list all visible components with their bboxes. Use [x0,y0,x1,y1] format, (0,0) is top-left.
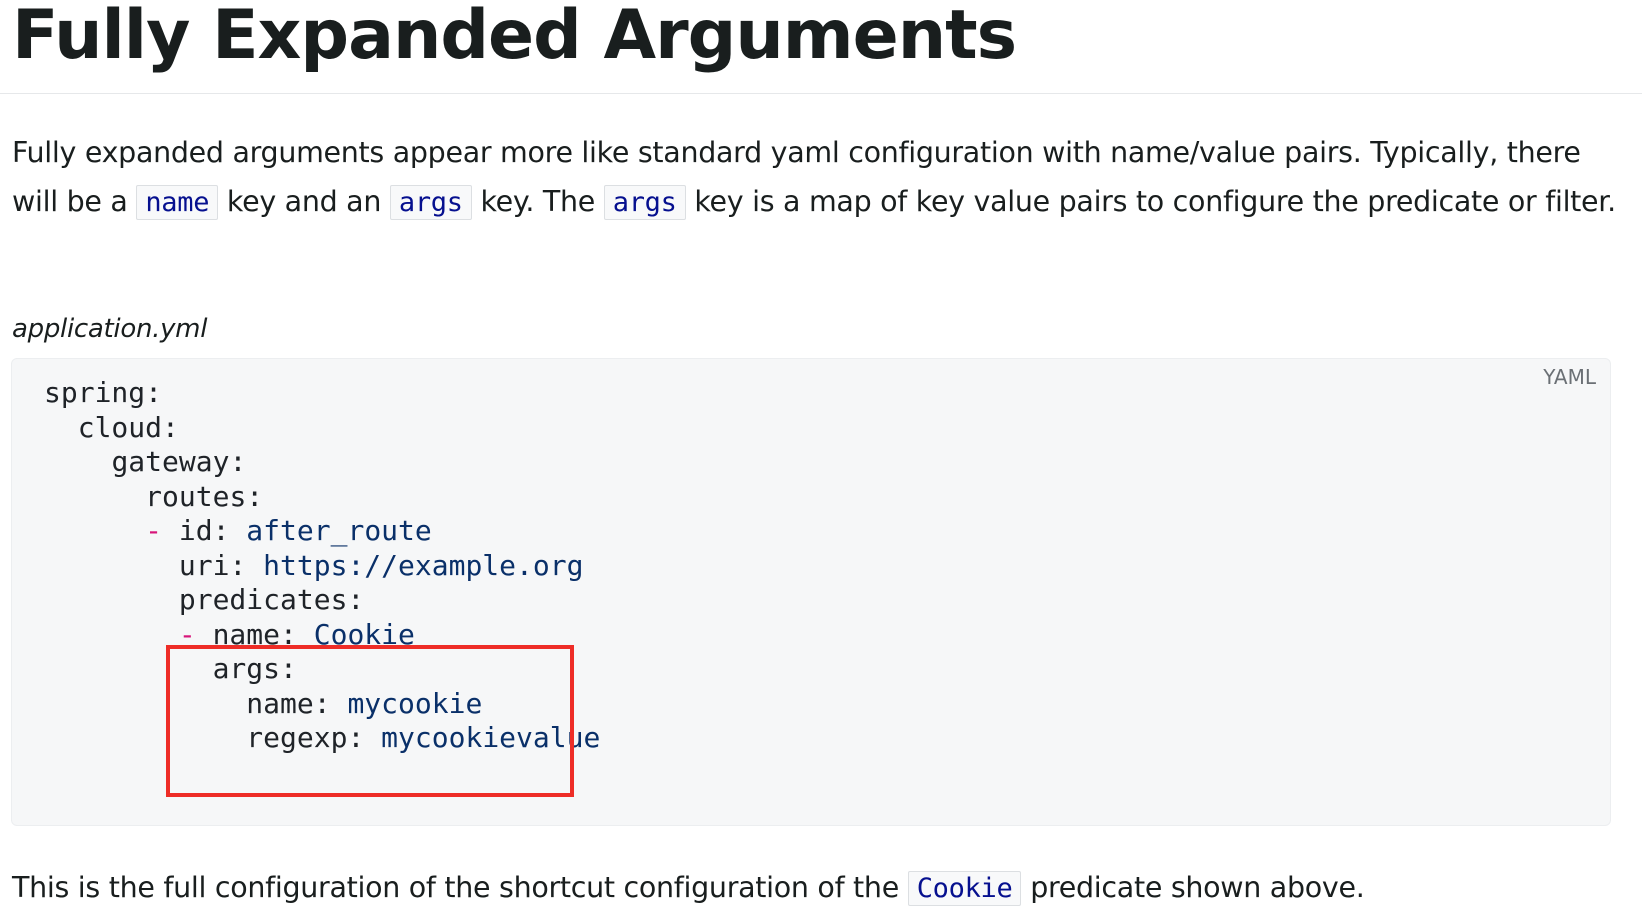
code-indent [44,411,78,444]
page-title: Fully Expanded Arguments [12,0,1017,75]
code-line: spring: [44,375,162,411]
code-indent [44,687,246,720]
outro-text-2: predicate shown above. [1021,871,1365,904]
code-key: args: [212,652,297,685]
code-line: predicates: [44,582,364,618]
code-key: name: [212,617,297,651]
code-key: cloud: [77,410,179,444]
code-value: Cookie [296,617,415,651]
code-line: regexp: mycookievalue [44,720,600,756]
code-value: mycookie [330,686,483,720]
code-key: regexp: [246,721,365,754]
code-key: uri: [178,548,247,582]
code-key: routes: [145,479,264,513]
code-dash: - [178,617,213,651]
code-indent [44,514,145,547]
code-caption: application.yml [12,314,208,344]
intro-text-1: Fully expanded arguments appear more lik… [12,136,1581,218]
code-value: mycookievalue [364,721,601,754]
code-line: routes: [44,479,263,515]
code-line: args: [44,651,297,687]
code-line: cloud: [44,410,179,446]
code-dash: - [145,514,179,547]
code-language-label: YAML [1543,365,1596,389]
intro-text-3: key. The [471,185,604,218]
code-indent [44,480,145,513]
intro-paragraph: Fully expanded arguments appear more lik… [12,128,1632,227]
inline-code-name: name [136,185,219,220]
inline-code-args: args [389,185,472,220]
code-indent [44,721,246,754]
code-line: name: mycookie [44,686,482,722]
code-line: - name: Cookie [44,617,415,653]
code-value: after_route [229,514,432,547]
yaml-code-block[interactable]: YAML spring: cloud: gateway: routes: - i… [11,358,1611,826]
code-key: name: [246,686,331,720]
code-indent [44,652,213,685]
outro-text-1: This is the full configuration of the sh… [12,871,908,904]
code-indent [44,618,179,651]
code-indent [44,583,179,616]
inline-code-cookie: Cookie [907,871,1022,906]
title-divider [0,93,1642,94]
code-indent [44,445,111,478]
outro-paragraph: This is the full configuration of the sh… [12,863,1632,913]
code-line: uri: https://example.org [44,548,584,584]
code-indent [44,549,179,582]
code-line: gateway: [44,444,246,480]
code-key: predicates: [178,583,365,616]
intro-text-2: key and an [218,185,390,218]
code-line: - id: after_route [44,513,432,549]
intro-text-4: key is a map of key value pairs to confi… [685,185,1616,218]
code-key: id: [178,514,230,547]
code-key: spring: [44,376,163,409]
code-key: gateway: [111,445,247,478]
code-value: https://example.org [246,548,584,582]
inline-code-args-2: args [603,185,686,220]
